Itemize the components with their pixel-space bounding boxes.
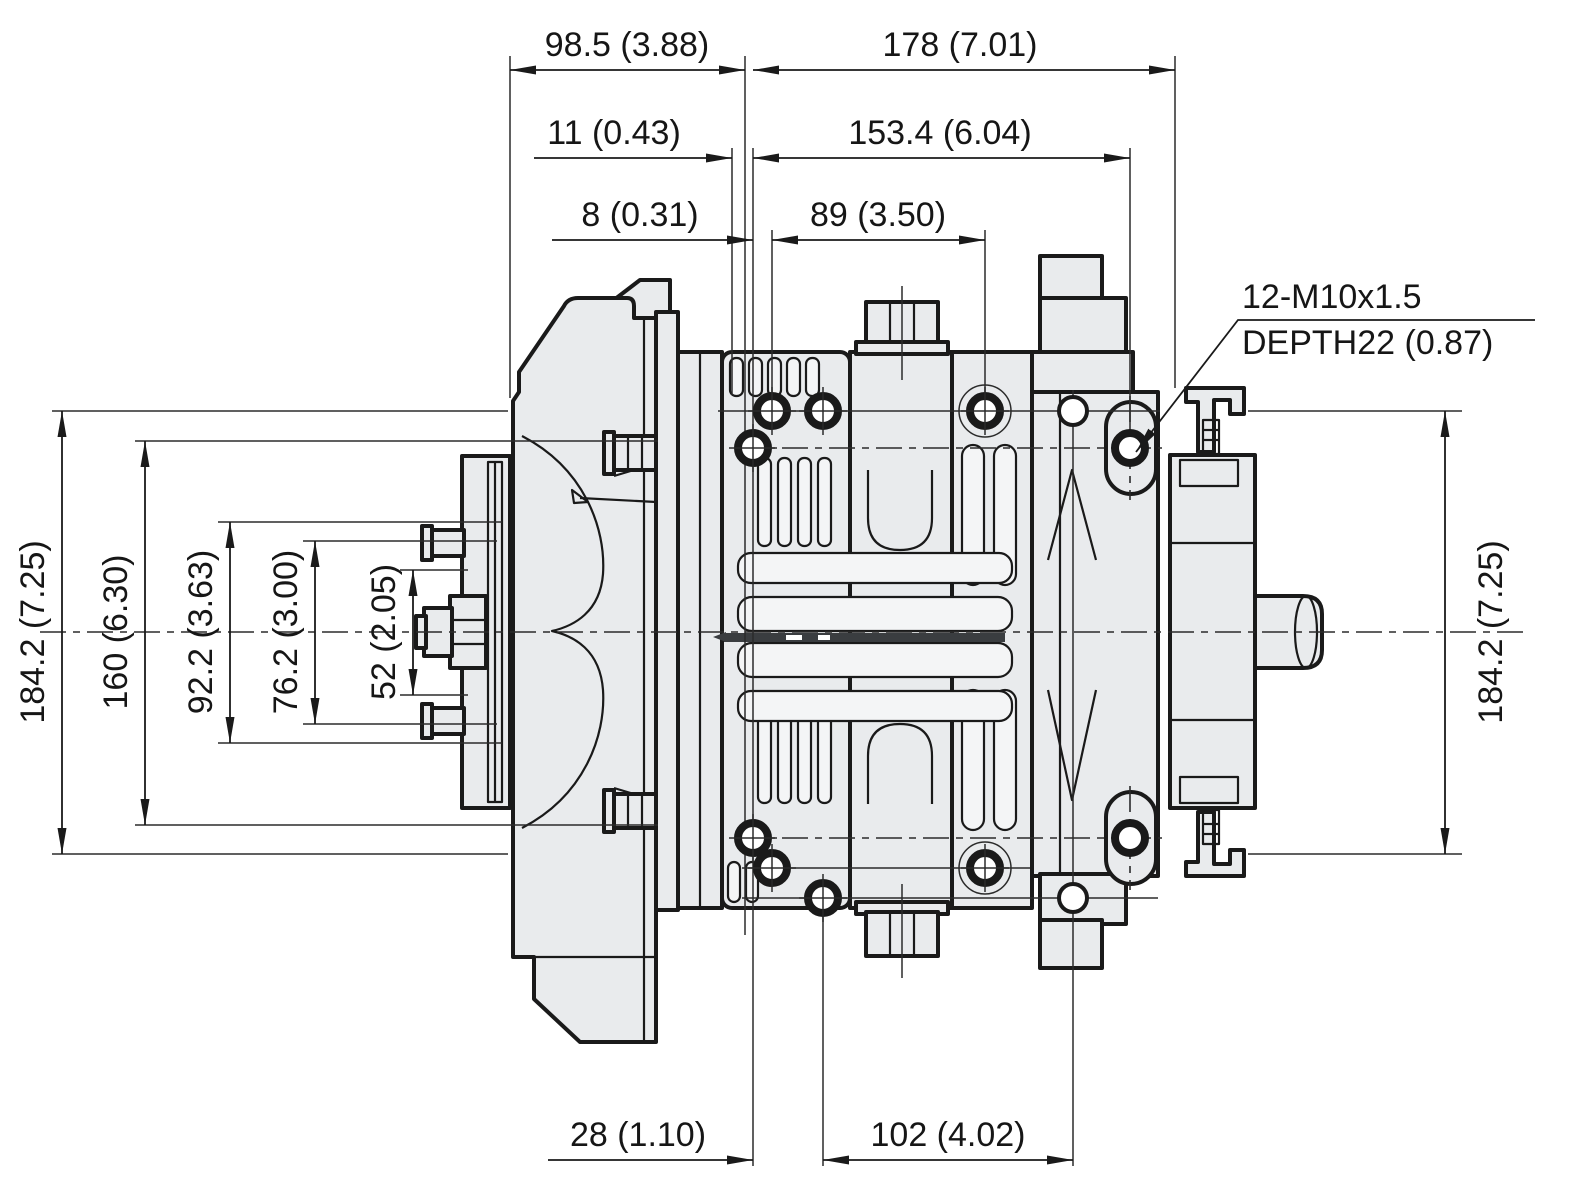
hole-crosshairs [729, 387, 1009, 922]
dim-98-5: 98.5 (3.88) [545, 26, 709, 64]
dim-11: 11 (0.43) [547, 114, 681, 152]
retainer-clip-bottom [1184, 808, 1246, 878]
dim-52: 52 (2.05) [365, 564, 403, 700]
stud-top [428, 528, 466, 558]
dim-184-2-right: 184.2 (7.25) [1472, 540, 1510, 723]
suction-pocket [866, 470, 934, 552]
dim-92-2: 92.2 (3.63) [182, 550, 220, 714]
thread-callout-leader [1135, 319, 1535, 453]
dim-178: 178 (7.01) [883, 26, 1038, 64]
crankshaft-band [713, 632, 1005, 642]
side-bolt-bottom [602, 788, 660, 834]
dim-28: 28 (1.10) [570, 1116, 706, 1154]
retainer-clip-top [1184, 386, 1246, 456]
dim-8: 8 (0.31) [581, 196, 698, 234]
rear-housing [1030, 254, 1160, 970]
stud-bottom [428, 706, 466, 736]
suction-pocket-mirror [866, 722, 934, 804]
drive-shaft [1253, 594, 1324, 670]
dim-76-2: 76.2 (3.00) [267, 550, 305, 714]
dim-102: 102 (4.02) [871, 1116, 1026, 1154]
crankcase-bands [713, 551, 1014, 723]
thread-callout-line1: 12-M10x1.5 [1242, 278, 1422, 316]
side-bolt-top [602, 430, 660, 476]
dim-153-4: 153.4 (6.04) [848, 114, 1031, 152]
dim-160: 160 (6.30) [97, 555, 135, 710]
bell-housing [511, 278, 701, 1044]
top-boss [1038, 254, 1104, 304]
compressor-body [414, 254, 1324, 1044]
dimension-labels: 98.5 (3.88) 178 (7.01) 11 (0.43) 153.4 (… [14, 26, 1510, 1154]
dim-184-2-left: 184.2 (7.25) [14, 540, 52, 723]
dim-89: 89 (3.50) [810, 196, 946, 234]
clutch-contour [521, 435, 605, 829]
thread-callout-line2: DEPTH22 (0.87) [1242, 324, 1493, 362]
extension-lines [52, 56, 1462, 1166]
front-plate [654, 310, 680, 912]
dimension-lines [57, 65, 1535, 1165]
